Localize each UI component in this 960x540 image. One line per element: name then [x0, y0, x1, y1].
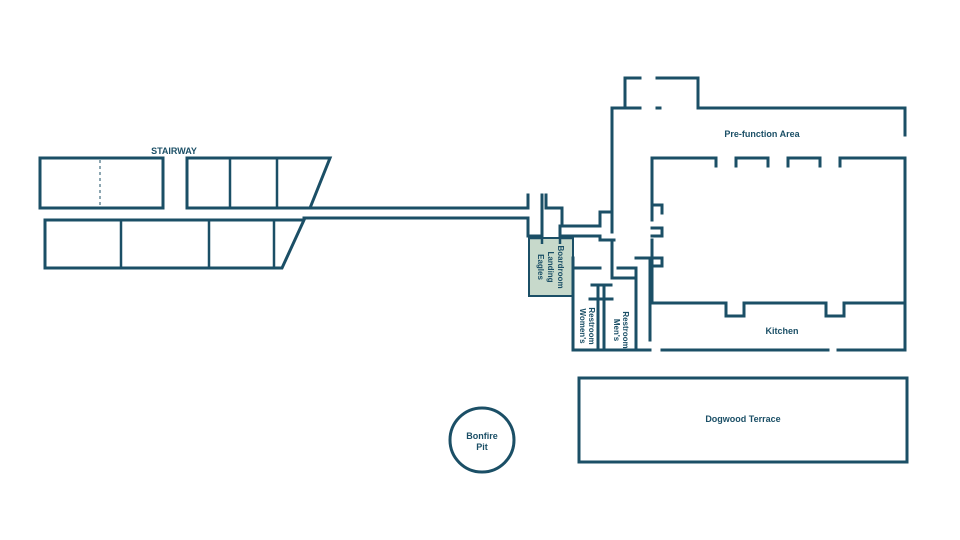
west-wing-lower: [43, 218, 307, 270]
dogwood-terrace[interactable]: Dogwood Terrace: [577, 376, 909, 464]
eagles-landing-label-2: Landing: [546, 251, 555, 282]
ballroom: [650, 156, 907, 352]
eagles-landing-label-3: Boardroom: [556, 245, 565, 288]
kitchen-label: Kitchen: [765, 326, 798, 336]
kitchen[interactable]: Kitchen: [660, 326, 907, 352]
womens-restroom[interactable]: Women's Restroom: [578, 307, 596, 344]
pre-function-label: Pre-function Area: [724, 129, 800, 139]
restrooms-block: Women's Restroom Men's Restroom: [571, 256, 652, 352]
eagles-landing-label-1: Eagles: [536, 254, 545, 280]
mens-restroom[interactable]: Men's Restroom: [612, 311, 630, 348]
bonfire-pit[interactable]: Bonfire Pit: [448, 406, 516, 474]
west-wing-upper: [38, 156, 333, 210]
pre-function-area[interactable]: Pre-function Area: [610, 76, 907, 342]
bonfire-label-1: Bonfire: [466, 431, 498, 441]
corridor: [302, 193, 616, 242]
dogwood-terrace-label: Dogwood Terrace: [705, 414, 780, 424]
mens-restroom-label-2: Restroom: [621, 311, 630, 348]
mens-restroom-label-1: Men's: [612, 319, 621, 342]
womens-restroom-label-1: Women's: [578, 308, 587, 344]
bonfire-label-2: Pit: [476, 442, 488, 452]
stairway-label: STAIRWAY: [151, 146, 197, 156]
womens-restroom-label-2: Restroom: [587, 307, 596, 344]
eagles-landing-boardroom[interactable]: Eagles Landing Boardroom: [528, 236, 574, 297]
